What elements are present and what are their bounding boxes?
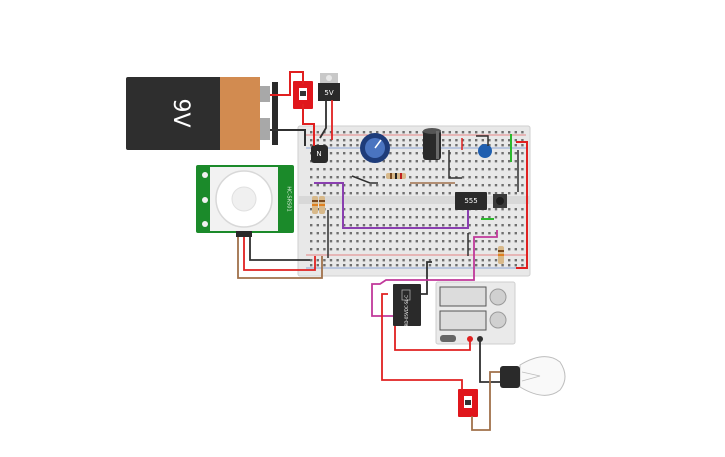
- npn-transistor[interactable]: N: [311, 145, 328, 163]
- wire-battery-positive[interactable]: [270, 71, 304, 96]
- potentiometer[interactable]: [360, 133, 390, 163]
- wire-bulb-negative[interactable]: [479, 340, 500, 383]
- timer-label: 555: [464, 197, 477, 205]
- wire-relay-ground[interactable]: [421, 261, 432, 295]
- wire-pir-ground[interactable]: [249, 237, 310, 261]
- electrolytic-capacitor[interactable]: [423, 128, 441, 160]
- ceramic-capacitor[interactable]: [478, 144, 492, 158]
- wire-switch-bulb[interactable]: [471, 371, 500, 431]
- breadboard-holes: [310, 131, 524, 267]
- terminal-positive[interactable]: [467, 336, 473, 342]
- voltage-knob[interactable]: [489, 288, 507, 306]
- resistor-4[interactable]: [498, 246, 504, 264]
- resistor-3[interactable]: [319, 196, 325, 214]
- wires: [237, 71, 528, 431]
- wire-relay-switch[interactable]: [381, 293, 463, 390]
- battery-terminal-positive: [260, 86, 270, 102]
- bulb-socket: [500, 366, 520, 388]
- wire-cap-ground[interactable]: [448, 150, 462, 179]
- battery-9v[interactable]: 9V: [126, 77, 278, 150]
- relay-module[interactable]: SRD-05VDC-SL-C: [393, 284, 421, 329]
- relay-label: SRD-05VDC-SL-C: [404, 295, 409, 329]
- current-knob[interactable]: [489, 311, 507, 329]
- pir-label: HC-SR501: [286, 186, 292, 211]
- wire-ceramic-ground[interactable]: [476, 135, 489, 146]
- resistor-1[interactable]: [386, 173, 406, 179]
- wire-relay-signal[interactable]: [371, 230, 498, 317]
- pir-pin-header: [236, 231, 252, 237]
- wire-pir-positive[interactable]: [243, 237, 316, 271]
- slide-switch-bottom[interactable]: [458, 389, 478, 417]
- battery-label: 9V: [168, 98, 193, 127]
- wire-relay-supply[interactable]: [394, 326, 471, 351]
- breadboard[interactable]: [297, 125, 531, 277]
- push-button[interactable]: [493, 194, 507, 208]
- wire-pot-ground[interactable]: [351, 175, 378, 184]
- transistor-label: N: [316, 150, 321, 158]
- wire-pir-signal[interactable]: [314, 182, 469, 229]
- power-toggle[interactable]: [440, 335, 456, 342]
- wire-rail-bridge[interactable]: [516, 141, 528, 269]
- wire-pir-vcc[interactable]: [237, 237, 323, 279]
- battery-terminal-negative: [260, 118, 270, 140]
- battery-snap-connector: [272, 82, 278, 145]
- current-display: [439, 310, 487, 331]
- power-supply-unit[interactable]: [435, 281, 516, 345]
- voltage-regulator[interactable]: 5V: [318, 73, 340, 101]
- wire-battery-negative[interactable]: [270, 129, 306, 146]
- voltage-display: [439, 286, 487, 307]
- pir-motion-sensor[interactable]: HC-SR501: [196, 165, 294, 237]
- timer-ic-555[interactable]: 555: [455, 192, 487, 210]
- light-bulb[interactable]: [500, 356, 566, 396]
- terminal-negative[interactable]: [477, 336, 483, 342]
- wire-switch-transistor[interactable]: [302, 104, 315, 146]
- resistor-2[interactable]: [312, 196, 318, 214]
- slide-switch-top[interactable]: [293, 81, 313, 109]
- regulator-label: 5V: [324, 89, 333, 97]
- wire-regulator-ground[interactable]: [319, 100, 327, 139]
